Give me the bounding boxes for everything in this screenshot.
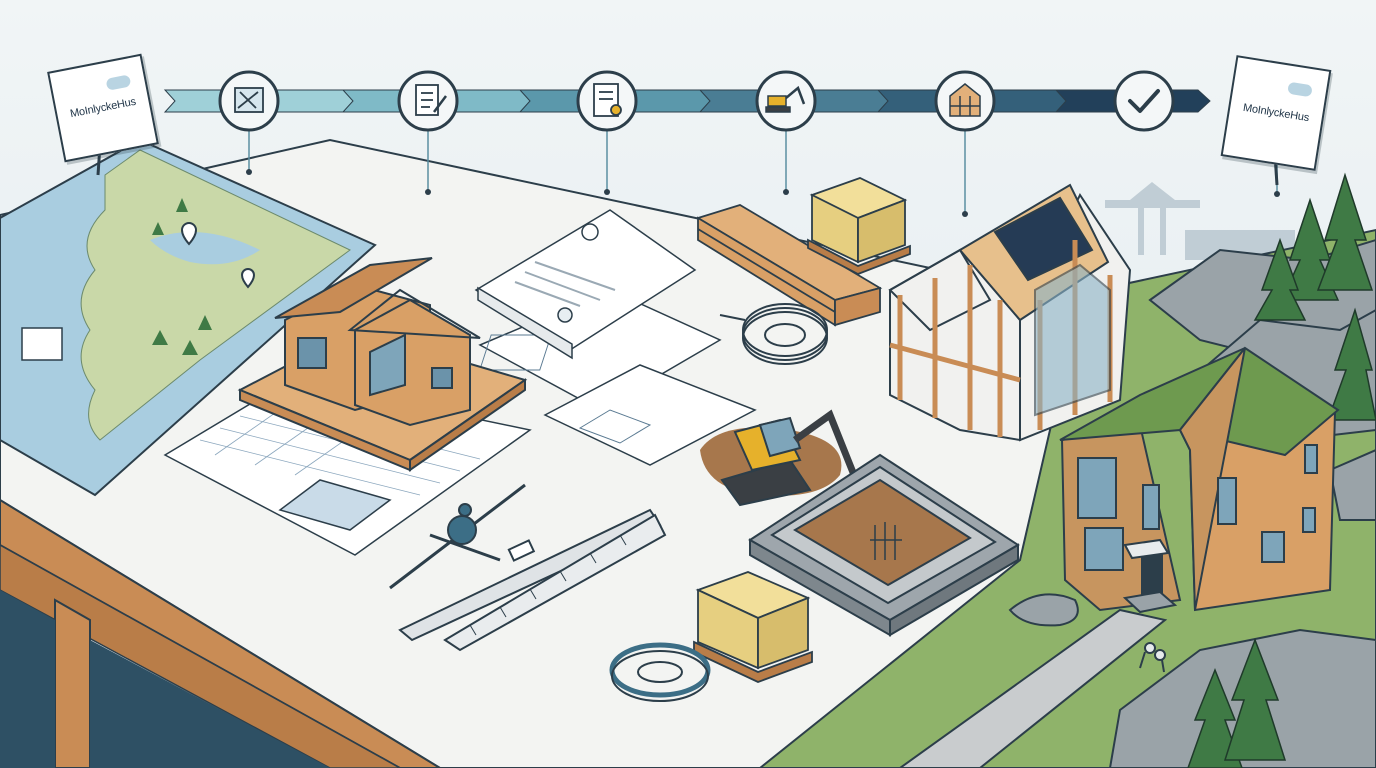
timeline-step-3[interactable] xyxy=(576,70,638,132)
table-edge xyxy=(0,498,442,768)
map-inset xyxy=(21,327,63,361)
location-pin-icon xyxy=(180,222,256,289)
timeline-step-5[interactable] xyxy=(934,70,996,132)
timeline-step-2[interactable] xyxy=(397,70,459,132)
cloud-logo-icon xyxy=(105,74,132,91)
regional-map xyxy=(0,138,377,497)
pipe-coil-back xyxy=(719,303,828,365)
timeline-step-4[interactable] xyxy=(755,70,817,132)
checkmark-icon xyxy=(1128,89,1160,113)
solar-panels xyxy=(993,196,1094,282)
floor-shadow-2 xyxy=(90,640,330,768)
excavator xyxy=(720,409,874,507)
excavator-icon xyxy=(765,85,806,113)
timeline-step-6[interactable] xyxy=(1113,70,1175,132)
pipe-coil-front xyxy=(609,642,711,702)
table-apron xyxy=(0,544,402,768)
concrete-foundation xyxy=(748,453,1020,637)
wooden-house-model xyxy=(237,257,528,472)
process-timeline xyxy=(163,89,1211,113)
contract-documents xyxy=(474,209,697,360)
blueprint-tools-icon xyxy=(234,87,264,113)
pine-trees xyxy=(1187,172,1376,768)
timber-frame-house xyxy=(888,183,1132,442)
brand-sign-right-text: MoInlyckeHus xyxy=(1242,101,1310,125)
paved-path xyxy=(898,608,1168,768)
finished-house xyxy=(1059,346,1340,614)
brand-sign-left-text: MoInlyckeHus xyxy=(69,95,137,121)
drawing-tools xyxy=(389,483,667,652)
table-leg xyxy=(54,598,91,768)
house-frame-icon xyxy=(949,83,981,117)
floor-shadow xyxy=(0,590,55,768)
permit-document-icon xyxy=(593,83,622,117)
lumber-stack xyxy=(695,204,883,327)
material-pallet-back xyxy=(807,177,911,275)
checklist-icon xyxy=(415,84,447,116)
cloud-logo-icon xyxy=(1287,81,1313,98)
house-keys-icon xyxy=(1139,642,1166,673)
material-pallet-front xyxy=(693,571,813,683)
brand-sign-right: MoInlyckeHus xyxy=(1220,55,1332,171)
brand-sign-left: MoInlyckeHus xyxy=(47,53,159,163)
compass-icon xyxy=(447,515,477,545)
timeline-step-1[interactable] xyxy=(218,70,280,132)
